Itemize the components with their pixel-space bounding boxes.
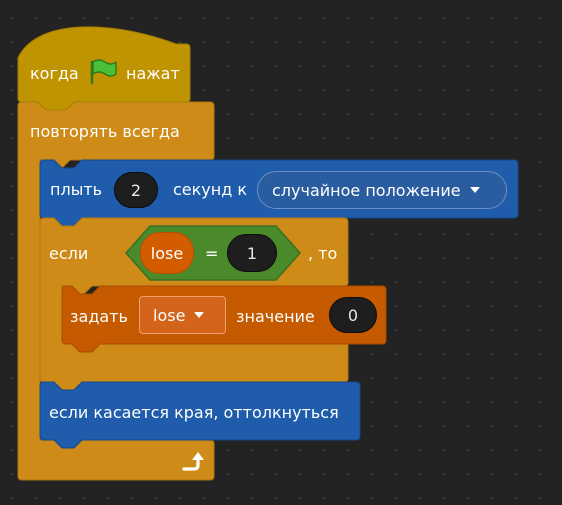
set-value-input[interactable]: 0	[329, 297, 377, 333]
glide-seconds-input[interactable]: 2	[114, 172, 158, 208]
when-label: когда	[30, 64, 79, 83]
to-value-label: значение	[236, 307, 315, 326]
set-label: задать	[70, 307, 128, 326]
equals-sign: =	[205, 244, 219, 263]
clicked-label: нажат	[126, 64, 180, 83]
glide-target-dropdown[interactable]: случайное положение	[257, 171, 507, 209]
variable-dropdown[interactable]: lose	[139, 296, 226, 334]
then-label: , то	[308, 244, 338, 263]
chevron-down-icon	[469, 187, 480, 193]
lose-variable-reporter[interactable]: lose	[140, 232, 194, 274]
seconds-to-label: секунд к	[173, 180, 248, 199]
glide-target-value: случайное положение	[272, 180, 461, 200]
chevron-down-icon	[194, 312, 205, 318]
loop-arrow-icon	[182, 452, 204, 471]
green-flag-icon	[90, 59, 117, 85]
bounce-label: если касается края, оттолкнуться	[49, 403, 339, 422]
equals-value-input[interactable]: 1	[227, 234, 277, 272]
forever-label: повторять всегда	[30, 122, 180, 141]
bounce-on-edge-block[interactable]	[39, 381, 361, 449]
if-label: если	[49, 244, 89, 263]
variable-dropdown-value: lose	[153, 305, 186, 325]
glide-label: плыть	[50, 180, 103, 199]
